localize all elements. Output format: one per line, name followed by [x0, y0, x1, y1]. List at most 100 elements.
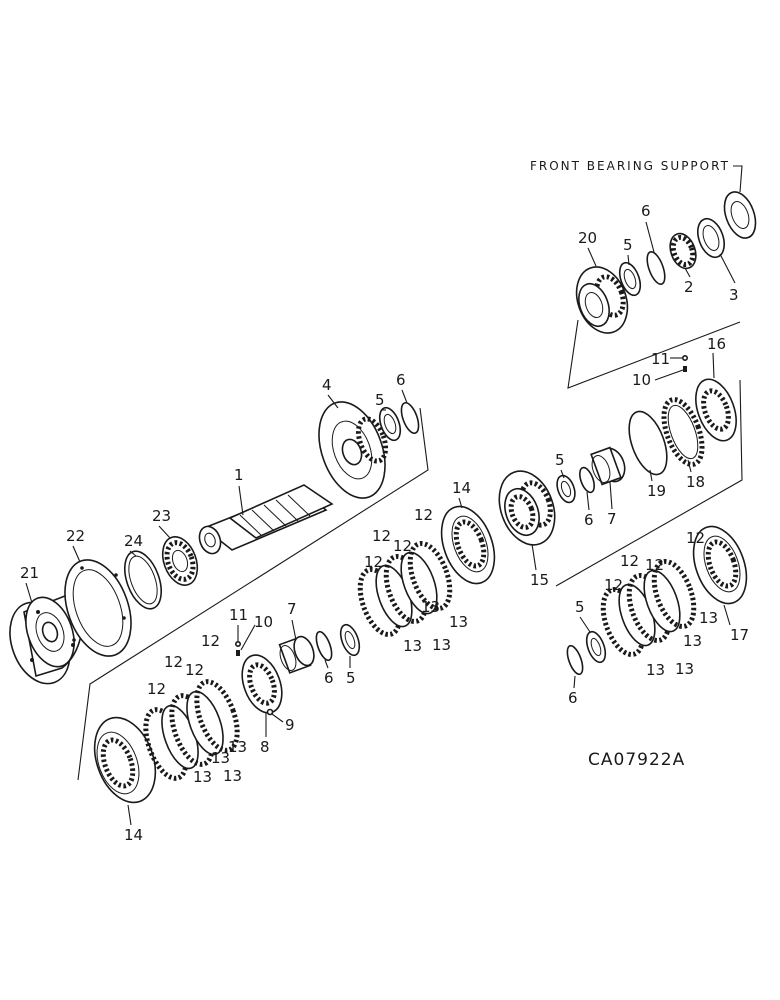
callout-10: 10 [632, 371, 651, 389]
callout-23: 23 [152, 507, 171, 525]
cluster-bracket-top [567, 319, 741, 389]
part-24-seal-ring [123, 550, 163, 610]
part-5-thrust-washer [618, 261, 642, 297]
part-6-snap-ring-top [400, 401, 420, 435]
callout-13: 13 [223, 767, 242, 785]
part-9-pin [266, 708, 274, 716]
callout-5: 5 [555, 451, 565, 469]
callout-12: 12 [147, 680, 166, 698]
callout-12: 12 [393, 537, 412, 555]
callout-13: 13 [675, 660, 694, 678]
callout-4: 4 [322, 376, 332, 394]
part-5-washer-top [378, 406, 402, 442]
callout-13: 13 [699, 609, 718, 627]
part-23-bearing [161, 536, 199, 586]
callout-13: 13 [646, 661, 665, 679]
callout-6: 6 [641, 202, 651, 220]
part-22-gasket [64, 559, 132, 657]
part-11-ball-lower [235, 640, 242, 647]
callout-13: 13 [193, 768, 212, 786]
part-5-washer-mid-right [556, 474, 576, 504]
callout-19: 19 [647, 482, 666, 500]
callout-5: 5 [623, 236, 633, 254]
callout-14: 14 [452, 479, 471, 497]
callout-5: 5 [346, 669, 356, 687]
callout-12: 12 [372, 527, 391, 545]
callout-12: 12 [645, 556, 664, 574]
callout-16: 16 [707, 335, 726, 353]
left-clutch-pack [143, 679, 240, 781]
callout-7: 7 [607, 510, 617, 528]
callout-20: 20 [578, 229, 597, 247]
part-7-roller-bearing-right [590, 446, 626, 486]
callout-15: 15 [530, 571, 549, 589]
part-7-roller-bearing-middle [278, 635, 315, 674]
part-11-ball [681, 354, 688, 361]
part-10-spring [683, 366, 687, 372]
callout-2: 2 [684, 278, 694, 296]
callout-7: 7 [287, 600, 297, 618]
callout-24: 24 [124, 532, 143, 550]
callout-labels: 3 2 6 5 20 16 11 10 18 19 7 6 5 15 14 4 … [20, 202, 749, 844]
cluster-bracket-right [555, 379, 743, 587]
cluster-bracket-left [77, 407, 429, 781]
callout-6: 6 [324, 669, 334, 687]
part-16-clutch-hub [695, 378, 737, 442]
callout-13: 13 [211, 749, 230, 767]
part-15-gear [498, 470, 556, 546]
callout-17: 17 [730, 626, 749, 644]
callout-10: 10 [254, 613, 273, 631]
callout-13: 13 [432, 636, 451, 654]
callout-12: 12 [185, 661, 204, 679]
callout-9: 9 [285, 716, 295, 734]
part-6-snap-ring [646, 251, 666, 285]
callout-13: 13 [403, 637, 422, 655]
front-bearing-support-label: FRONT BEARING SUPPORT [530, 159, 730, 173]
callout-12: 12 [414, 506, 433, 524]
part-14-clutch-housing-mid [440, 505, 496, 585]
part-18-clutch-plate [661, 397, 705, 467]
callout-5: 5 [375, 391, 385, 409]
part-17-clutch-housing-right [692, 525, 748, 605]
part-19-snap-ring [628, 410, 668, 476]
callout-14: 14 [124, 826, 143, 844]
callout-21: 21 [20, 564, 39, 582]
leader-lines [25, 221, 736, 826]
part-6-snap-ring-middle [315, 630, 333, 662]
front-bearing-support-part [723, 191, 757, 239]
part-6-snap-ring-lower-right [566, 644, 584, 676]
callout-6: 6 [568, 689, 578, 707]
callout-12: 12 [164, 653, 183, 671]
callout-1: 1 [234, 466, 244, 484]
callout-5: 5 [575, 598, 585, 616]
figure-code: CA07922A [588, 750, 685, 770]
callout-6: 6 [584, 511, 594, 529]
part-4-drive-gear [318, 401, 389, 499]
callout-8: 8 [260, 738, 270, 756]
part-20-gear [575, 266, 629, 334]
callout-13: 13 [683, 632, 702, 650]
part-14-clutch-housing-left [93, 716, 157, 804]
callout-13: 13 [228, 738, 247, 756]
callout-22: 22 [66, 527, 85, 545]
front-bearing-support-leader [733, 165, 743, 193]
callout-12: 12 [201, 632, 220, 650]
callout-18: 18 [686, 473, 705, 491]
callout-6: 6 [396, 371, 406, 389]
part-5-washer-lower-right [585, 630, 607, 664]
part-3-bearing-cup [697, 217, 725, 259]
callout-11: 11 [651, 350, 670, 368]
callout-12: 12 [604, 576, 623, 594]
part-5-washer-middle [339, 623, 361, 657]
part-2-roller-bearing [669, 232, 697, 270]
callout-3: 3 [729, 286, 739, 304]
callout-12: 12 [620, 552, 639, 570]
callout-12: 12 [364, 553, 383, 571]
part-10-spring-lower [236, 650, 240, 656]
callout-12: 12 [686, 529, 705, 547]
part-1-main-shaft [198, 484, 334, 555]
callout-13: 13 [449, 613, 468, 631]
right-clutch-pack [600, 559, 697, 657]
callout-11: 11 [229, 606, 248, 624]
